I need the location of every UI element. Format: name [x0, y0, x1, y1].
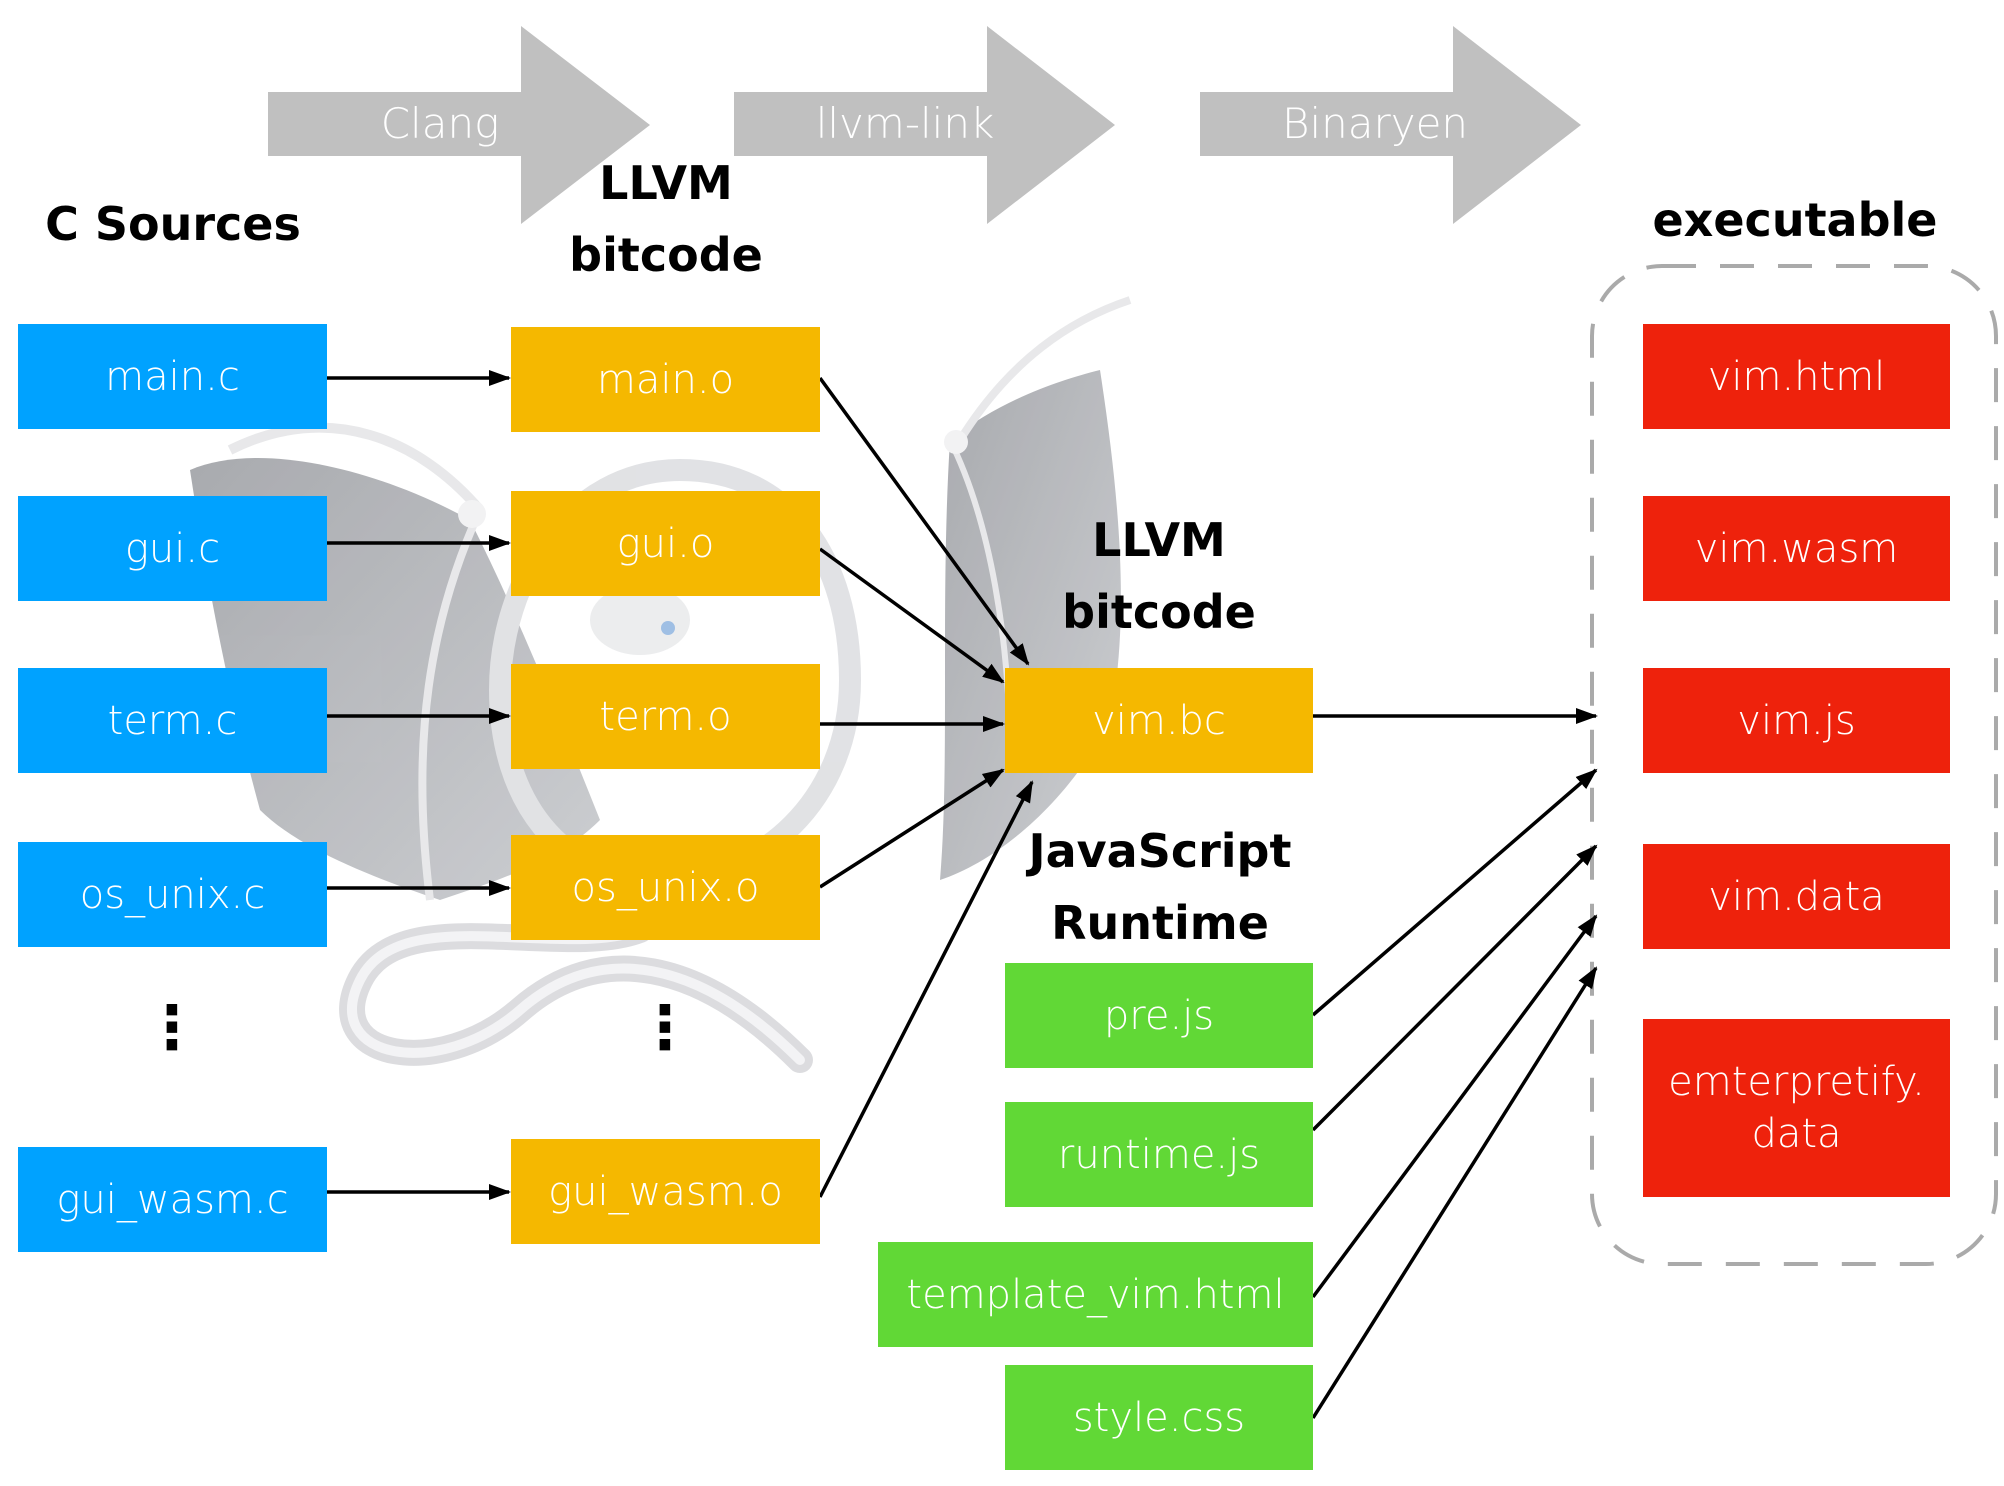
runtime-file-label: pre.js [1103, 992, 1215, 1039]
connector-style-css-executable [1311, 966, 1598, 1419]
connector-template-vim-html-executable [1311, 914, 1598, 1299]
object-file-label: gui_wasm.o [548, 1168, 783, 1215]
stage-label-clang: Clang [380, 99, 500, 148]
runtime-file-template-vim-html[interactable]: template_vim.html [878, 1242, 1313, 1347]
stage-arrows [268, 26, 1581, 224]
connector-main-o-vim-bc [818, 376, 1030, 666]
connector-gui-wasm-o-vim-bc [818, 780, 1034, 1198]
connector-os-unix-o-vim-bc [819, 768, 1005, 889]
object-file-gui-o[interactable]: gui.o [511, 491, 820, 596]
stage-arrow-llvm-link [734, 26, 1115, 224]
source-file-os-unix-c[interactable]: os_unix.c [18, 842, 327, 947]
source-file-gui-wasm-c[interactable]: gui_wasm.c [18, 1147, 327, 1252]
output-file-vim-wasm[interactable]: vim.wasm [1643, 496, 1950, 601]
heading-javascript-runtime: JavaScript Runtime [1028, 824, 1292, 950]
heading-executable: executable [1652, 193, 1938, 247]
source-file-label: gui_wasm.c [56, 1176, 289, 1223]
source-file-label: term.c [107, 697, 238, 744]
output-file-label: vim.html [1707, 353, 1886, 400]
output-file-label: vim.wasm [1694, 525, 1899, 572]
source-file-gui-c[interactable]: gui.c [18, 496, 327, 601]
heading-llvm-bitcode-linked: LLVM bitcode [1062, 513, 1256, 639]
object-file-gui-wasm-o[interactable]: gui_wasm.o [511, 1139, 820, 1244]
source-file-label: main.c [105, 353, 240, 400]
source-file-label: gui.c [124, 525, 221, 572]
source-file-term-c[interactable]: term.c [18, 668, 327, 773]
output-file-emterpretify-data[interactable]: emterpretify. data [1643, 1019, 1950, 1197]
stage-arrow-binaryen [1200, 26, 1581, 224]
object-file-label: main.o [596, 356, 735, 403]
stage-arrow-clang [268, 26, 650, 224]
runtime-file-label: style.css [1072, 1394, 1246, 1441]
output-file-vim-js[interactable]: vim.js [1643, 668, 1950, 773]
runtime-file-style-css[interactable]: style.css [1005, 1365, 1313, 1470]
source-file-main-c[interactable]: main.c [18, 324, 327, 429]
runtime-file-label: runtime.js [1057, 1131, 1261, 1178]
runtime-file-label: template_vim.html [906, 1271, 1285, 1318]
linked-bitcode-label: vim.bc [1092, 697, 1226, 744]
output-file-vim-data[interactable]: vim.data [1643, 844, 1950, 949]
heading-c-sources: C Sources [45, 197, 301, 251]
linked-bitcode-vim-bc[interactable]: vim.bc [1005, 668, 1313, 773]
object-file-os-unix-o[interactable]: os_unix.o [511, 835, 820, 940]
stage-label-llvm-link: llvm-link [815, 99, 995, 148]
source-file-label: os_unix.c [79, 871, 266, 918]
object-file-label: os_unix.o [571, 864, 760, 911]
heading-llvm-bitcode-objects: LLVM bitcode [569, 156, 763, 282]
ellipsis-sources: ⋮ [142, 993, 202, 1063]
output-file-vim-html[interactable]: vim.html [1643, 324, 1950, 429]
output-file-label: vim.js [1737, 697, 1856, 744]
connector-gui-o-vim-bc [818, 547, 1005, 684]
object-file-label: gui.o [616, 520, 715, 567]
output-file-label: emterpretify. data [1668, 1059, 1925, 1157]
runtime-file-pre-js[interactable]: pre.js [1005, 963, 1313, 1068]
object-file-main-o[interactable]: main.o [511, 327, 820, 432]
executable-container [1590, 264, 1998, 1266]
output-file-label: vim.data [1708, 873, 1885, 920]
connector-pre-js-executable [1311, 768, 1598, 1017]
stage-label-binaryen: Binaryen [1281, 99, 1469, 148]
connector-runtime-js-executable [1311, 844, 1598, 1132]
object-file-label: term.o [599, 693, 732, 740]
connectors [327, 370, 1598, 1419]
ellipsis-objects: ⋮ [635, 993, 695, 1063]
object-file-term-o[interactable]: term.o [511, 664, 820, 769]
runtime-file-runtime-js[interactable]: runtime.js [1005, 1102, 1313, 1207]
